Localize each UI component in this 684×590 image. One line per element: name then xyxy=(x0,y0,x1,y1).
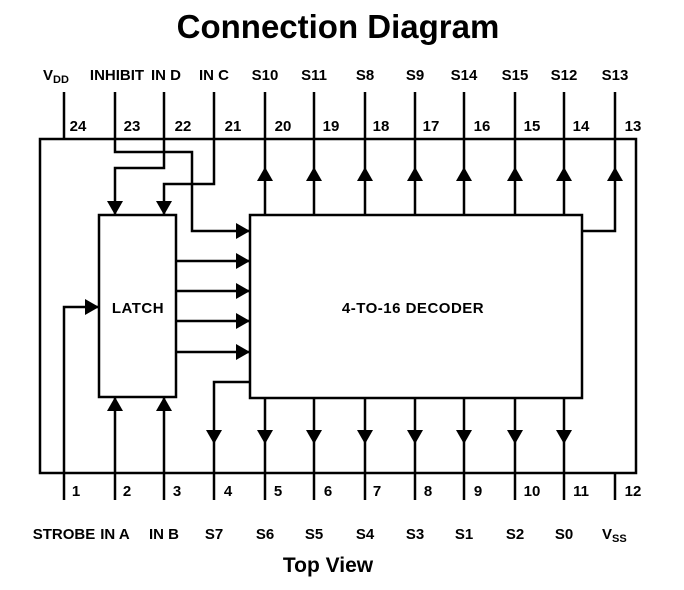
pin-number-4: 4 xyxy=(224,483,233,500)
output-arrow-19 xyxy=(306,167,322,181)
latch-block xyxy=(97,213,178,399)
pin-name-12-subscript: SS xyxy=(612,533,627,545)
pin-name-8: S3 xyxy=(406,526,424,543)
in-c-wire xyxy=(162,139,216,215)
latch-to-decoder-arrow-1 xyxy=(236,253,250,269)
diagram-title: Connection Diagram xyxy=(177,8,500,45)
pin-name-20: S10 xyxy=(252,67,279,84)
pin-number-13: 13 xyxy=(625,118,642,135)
internal-wiring xyxy=(62,92,623,500)
pin-number-16: 16 xyxy=(474,118,491,135)
output-arrow-4 xyxy=(206,430,222,444)
pin-name-24: VDD xyxy=(43,67,69,86)
in-c-arrow xyxy=(156,201,172,215)
pin-name-21: IN C xyxy=(199,67,229,84)
pin-name-11: S0 xyxy=(555,526,573,543)
pin-number-11: 11 xyxy=(573,483,589,500)
pin-number-9: 9 xyxy=(474,483,482,500)
pin-number-14: 14 xyxy=(573,118,590,135)
pin-name-19: S11 xyxy=(301,67,327,84)
pin-name-9: S1 xyxy=(455,526,473,543)
output-arrow-20 xyxy=(257,167,273,181)
pin-number-3: 3 xyxy=(173,483,181,500)
output-arrow-5 xyxy=(257,430,273,444)
output-arrow-10 xyxy=(507,430,523,444)
pin-number-6: 6 xyxy=(324,483,332,500)
pin-number-20: 20 xyxy=(275,118,292,135)
pin-name-4: S7 xyxy=(205,526,223,543)
pin-number-1: 1 xyxy=(72,483,80,500)
pin-name-6: S5 xyxy=(305,526,323,543)
pin-name-24-main: V xyxy=(43,67,53,84)
pin-name-12-main: V xyxy=(602,526,612,543)
pin-number-21: 21 xyxy=(225,118,242,135)
pin-number-15: 15 xyxy=(524,118,541,135)
in-b-arrow xyxy=(156,397,172,411)
pin-name-13: S13 xyxy=(602,67,629,84)
strobe-wire xyxy=(62,305,99,473)
pin-name-24-subscript: DD xyxy=(53,74,69,86)
pin-name-22: IN D xyxy=(151,67,181,84)
output-arrow-17 xyxy=(407,167,423,181)
pin-name-16: S14 xyxy=(451,67,478,84)
pin-name-12: VSS xyxy=(602,526,627,545)
view-caption: Top View xyxy=(283,554,374,577)
pin-name-2: IN A xyxy=(100,526,130,543)
pin-number-10: 10 xyxy=(524,483,541,500)
pin-number-8: 8 xyxy=(424,483,432,500)
decoder-block xyxy=(248,213,584,400)
latch-label: LATCH xyxy=(112,300,164,317)
inhibit-wire xyxy=(113,139,250,233)
ic-package-outline xyxy=(38,137,638,475)
output-arrow-7 xyxy=(357,430,373,444)
pin-name-10: S2 xyxy=(506,526,524,543)
pin-number-12: 12 xyxy=(625,483,642,500)
output-arrow-6 xyxy=(306,430,322,444)
pin-number-7: 7 xyxy=(373,483,381,500)
output-arrow-18 xyxy=(357,167,373,181)
pin-name-14: S12 xyxy=(551,67,578,84)
in-d-wire xyxy=(113,139,166,215)
in-a-arrow xyxy=(107,397,123,411)
output-arrow-15 xyxy=(507,167,523,181)
pin-name-17: S9 xyxy=(406,67,424,84)
decoder-label: 4-TO-16 DECODER xyxy=(342,300,484,317)
pin-number-22: 22 xyxy=(175,118,192,135)
pin-name-15: S15 xyxy=(502,67,529,84)
pin-name-1: STROBE xyxy=(33,526,96,543)
in-d-arrow xyxy=(107,201,123,215)
output-arrow-9 xyxy=(456,430,472,444)
pin-number-24: 24 xyxy=(70,118,87,135)
pin-number-23: 23 xyxy=(124,118,141,135)
pin-number-2: 2 xyxy=(123,483,131,500)
output-arrow-14 xyxy=(556,167,572,181)
pin-number-17: 17 xyxy=(423,118,440,135)
strobe-arrow xyxy=(85,299,99,315)
pin-number-18: 18 xyxy=(373,118,390,135)
latch-to-decoder-arrow-2 xyxy=(236,283,250,299)
latch-to-decoder-arrow-3 xyxy=(236,313,250,329)
inhibit-arrow xyxy=(236,223,250,239)
pin-name-18: S8 xyxy=(356,67,374,84)
pin-name-7: S4 xyxy=(356,526,375,543)
output-arrow-11 xyxy=(556,430,572,444)
output-wire-4 xyxy=(212,380,250,473)
pin-name-23: INHIBIT xyxy=(90,67,144,84)
pin-number-19: 19 xyxy=(323,118,340,135)
output-arrow-8 xyxy=(407,430,423,444)
pin-name-3: IN B xyxy=(149,526,179,543)
output-arrow-13 xyxy=(607,167,623,181)
output-arrow-16 xyxy=(456,167,472,181)
output-wire-13 xyxy=(582,139,617,233)
pin-name-5: S6 xyxy=(256,526,274,543)
latch-to-decoder-arrow-4 xyxy=(236,344,250,360)
pin-number-5: 5 xyxy=(274,483,282,500)
